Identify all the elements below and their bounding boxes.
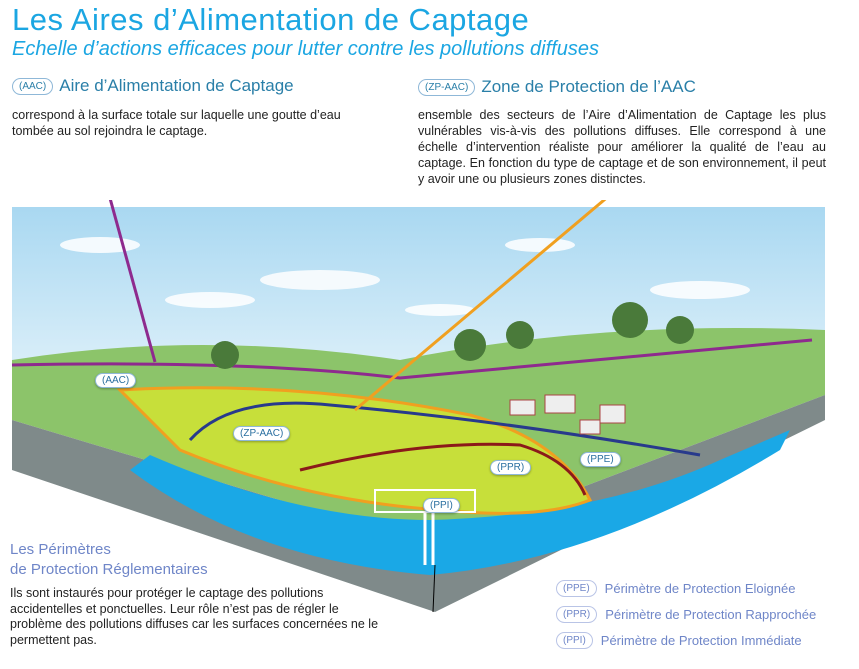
legend-label: Périmètre de Protection Rapprochée [605, 606, 817, 622]
legend: (PPE) Périmètre de Protection Eloignée (… [556, 575, 816, 653]
map-label-ppe: (PPE) [580, 452, 621, 467]
map-label-aac: (AAC) [95, 373, 137, 388]
legend-label: Périmètre de Protection Immédiate [600, 632, 802, 648]
legend-badge: (PPR) [556, 605, 598, 623]
page-title: Les Aires d’Alimentation de Captage [12, 2, 530, 37]
legend-item-ppi: (PPI) Périmètre de Protection Immédiate [556, 627, 816, 653]
zp-aac-description: ensemble des secteurs de l’Aire d’Alimen… [418, 108, 826, 186]
aac-title: Aire d’Alimentation de Captage [59, 76, 294, 95]
legend-badge: (PPE) [556, 579, 597, 597]
ppr-boundary [299, 442, 587, 496]
perimetres-title-line1: Les Périmètres [10, 541, 111, 558]
clouds [60, 237, 750, 316]
aquifer [130, 430, 790, 575]
zp-aac-title: Zone de Protection de l’AAC [481, 77, 696, 96]
zp-aac-heading: (ZP-AAC) Zone de Protection de l’AAC [418, 77, 696, 97]
aac-pointer [108, 200, 157, 363]
aac-badge: (AAC) [12, 77, 54, 95]
aac-heading: (AAC) Aire d’Alimentation de Captage [12, 76, 294, 96]
map-label-zp-aac: (ZP-AAC) [233, 426, 291, 441]
catchment-illustration [11, 200, 825, 613]
aac-description: correspond à la surface totale sur laque… [12, 108, 341, 138]
trees [211, 302, 694, 369]
legend-item-ppr: (PPR) Périmètre de Protection Rapprochée [556, 601, 816, 627]
legend-label: Périmètre de Protection Eloignée [604, 580, 796, 596]
village [509, 394, 626, 435]
legend-item-ppe: (PPE) Périmètre de Protection Eloignée [556, 575, 816, 601]
legend-badge: (PPI) [556, 631, 593, 649]
well [423, 512, 435, 565]
perimetres-heading: Les Périmètres de Protection Réglementai… [10, 540, 208, 580]
perimetres-title-line2: de Protection Réglementaires [10, 561, 208, 578]
map-label-ppr: (PPR) [490, 460, 532, 475]
aac-boundary [11, 338, 813, 380]
ppe-boundary [188, 401, 701, 457]
perimetres-description: Ils sont instaurés pour protéger le capt… [10, 586, 379, 647]
page-subtitle: Echelle d’actions efficaces pour lutter … [12, 38, 599, 60]
map-label-ppi: (PPI) [423, 498, 460, 513]
zp-aac-badge: (ZP-AAC) [418, 78, 476, 96]
zp-aac-pointer [354, 200, 607, 412]
